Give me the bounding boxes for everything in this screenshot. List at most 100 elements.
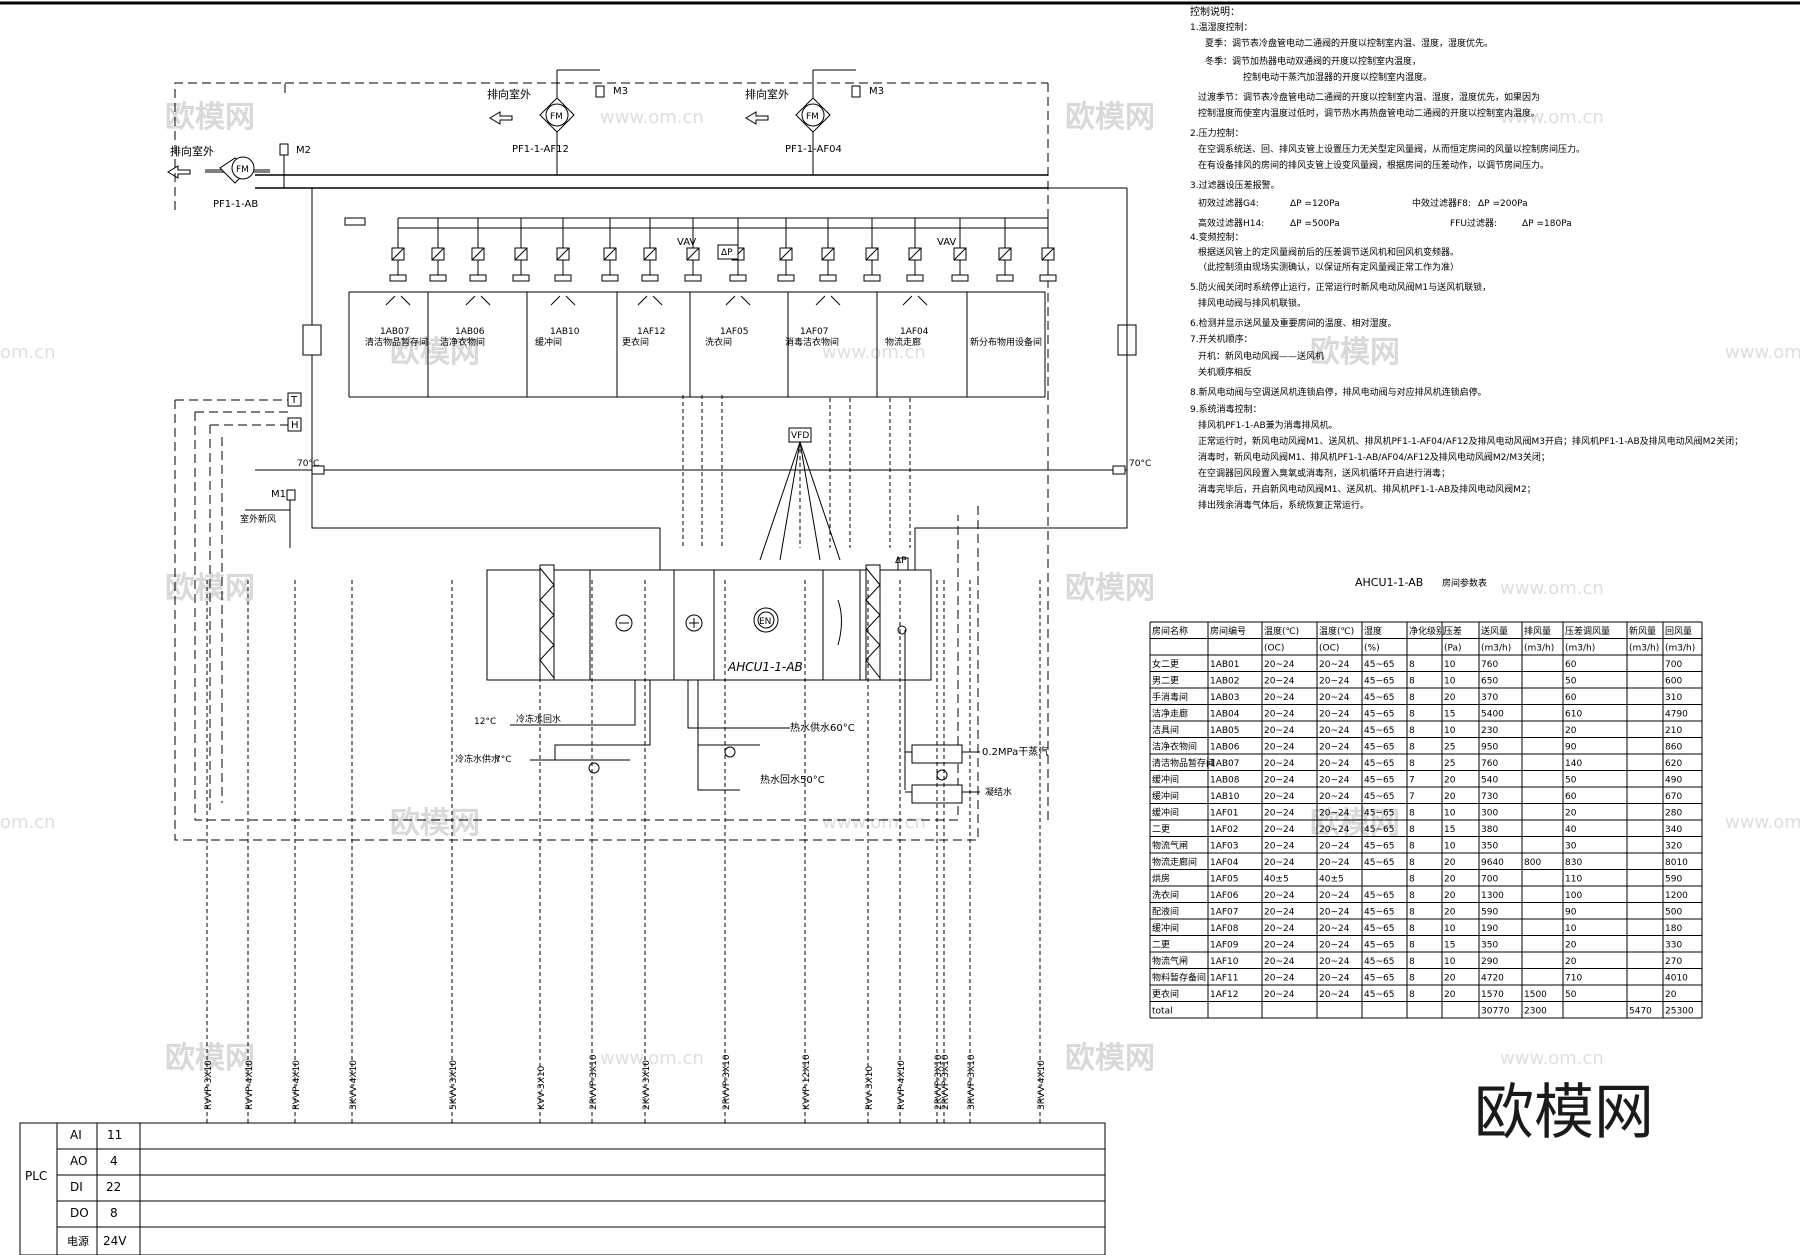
- room-table-cell: 90: [1565, 908, 1577, 918]
- room-table-header: 压差: [1444, 625, 1462, 637]
- room-table-cell: 缓冲间: [1152, 922, 1179, 934]
- room-table-cell: 45~65: [1364, 792, 1394, 802]
- room-table-cell: 45~65: [1364, 693, 1394, 703]
- fire-damper-left[interactable]: [311, 465, 325, 475]
- room-table-cell: 180: [1665, 924, 1682, 934]
- room-table-cell: 1300: [1481, 891, 1504, 901]
- room-table-cell: 1AF04: [1210, 858, 1239, 868]
- room-code: 1AB10: [550, 327, 580, 337]
- room-name: 消毒洁衣物间: [785, 336, 839, 348]
- room-table-unit: (Pa): [1444, 644, 1462, 654]
- exhaust-fan-pf1-1-ab[interactable]: FM: [167, 156, 270, 184]
- plc-row-ao: AO: [70, 1154, 87, 1168]
- room-table-cell: 350: [1481, 842, 1498, 852]
- room-table-cell: 280: [1665, 809, 1682, 819]
- room-table-cell: 10: [1444, 660, 1456, 670]
- room-table-cell: 物流走廊间: [1152, 856, 1197, 868]
- room-table-cell: 2300: [1524, 1007, 1547, 1017]
- room-table-unit: (%): [1364, 644, 1380, 654]
- room-table-cell: 45~65: [1364, 776, 1394, 786]
- room-table-cell: 20: [1565, 726, 1577, 736]
- room-table-cell: 10: [1444, 809, 1456, 819]
- exhaust-system: FM 排向室外 PF1-1-AB M2 FM 排向室外 PF1-1-AF12 M…: [167, 69, 1137, 820]
- room-table-cell: 20~24: [1319, 677, 1350, 687]
- room-table-cell: 330: [1665, 941, 1682, 951]
- damper-m1[interactable]: [286, 489, 296, 501]
- damper-m3-a[interactable]: [595, 85, 605, 98]
- room-table-cell: 1200: [1665, 891, 1688, 901]
- room-table-cell: 20~24: [1319, 891, 1350, 901]
- room-table-cell: 1AB06: [1210, 743, 1240, 753]
- watermark-url: www.om.cn: [1500, 107, 1604, 128]
- room-code: 1AB07: [380, 327, 410, 337]
- plc-cable-label: KVVP-12X10: [802, 1054, 812, 1110]
- room-table-cell: 更衣间: [1152, 988, 1179, 1000]
- exhaust-fan-pf1-1-af12[interactable]: FM: [539, 69, 600, 175]
- damper-m3-b[interactable]: [851, 85, 861, 98]
- room-table-cell: 20: [1444, 974, 1456, 984]
- watermark-logo: 欧模网: [165, 1041, 255, 1076]
- room-table-cell: 20~24: [1319, 941, 1350, 951]
- dp-box[interactable]: [717, 244, 739, 260]
- diffuser-icon: [469, 274, 487, 282]
- room-table-cell: 20~24: [1319, 743, 1350, 753]
- room-table-cell: 40±5: [1319, 875, 1344, 885]
- room-table-cell: 20: [1444, 858, 1456, 868]
- room-table-cell: 8: [1409, 743, 1415, 753]
- exhaust-label-af04: 排向室外: [745, 87, 789, 101]
- exhaust-fan-pf1-1-af04[interactable]: FM: [795, 69, 856, 175]
- watermark-logo: 欧模网: [1310, 335, 1400, 370]
- room-table-cell: 20~24: [1264, 710, 1295, 720]
- room-table-cell: 8: [1409, 677, 1415, 687]
- room-table-cell: 20: [1444, 792, 1456, 802]
- room-table-cell: 45~65: [1364, 924, 1394, 934]
- room-name: 物流走廊: [885, 336, 921, 348]
- room-table-cell: 25: [1444, 759, 1455, 769]
- plc-table: PLC AI 11 AO 4 DI 22 DO 8 电源 24V: [19, 1122, 1106, 1255]
- room-table-cell: 830: [1565, 858, 1582, 868]
- water-piping: 12°C 冷冻水回水 冷冻水供水 7°C 热水供水60°C 热水回水50°C 0…: [455, 630, 1048, 804]
- room-table-cell: 30770: [1481, 1007, 1510, 1017]
- room-table-cell: 20: [1444, 693, 1456, 703]
- room-table-cell: 230: [1481, 726, 1498, 736]
- diffuser-icon: [1039, 274, 1057, 282]
- watermark-url: www.om.cn: [822, 812, 926, 833]
- room-table-header: 房间编号: [1210, 625, 1246, 637]
- diffuser-icon: [684, 274, 702, 282]
- ahu-unit[interactable]: EN AHCU1-1-AB ΔP: [486, 556, 932, 681]
- plc-cable-label: 2RVVP-3X10: [722, 1054, 732, 1110]
- room-table-cell: 60: [1565, 792, 1577, 802]
- room-table-cell: 1AF02: [1210, 825, 1239, 835]
- diffuser-icon: [429, 274, 447, 282]
- room-table-header: 温度(℃): [1264, 625, 1299, 637]
- room-table-cell: 20~24: [1319, 924, 1350, 934]
- room-table-cell: 710: [1565, 974, 1582, 984]
- plc-cable-label: 2RVVP-3X10: [941, 1054, 951, 1110]
- notes-line: （此控制须由现场实测确认，以保证所有定风量阀正常工作为准）: [1198, 261, 1459, 273]
- room-table-cell: 25: [1444, 743, 1455, 753]
- damper-m2-label: M2: [296, 145, 311, 156]
- room-table-unit: (OC): [1264, 644, 1284, 654]
- notes-line: 7.开关机顺序：: [1190, 333, 1253, 345]
- room-table-cell: 4010: [1665, 974, 1688, 984]
- exhaust-label-ab: 排向室外: [170, 144, 214, 158]
- room-table-cell: 1AF03: [1210, 842, 1239, 852]
- room-table-cell: 45~65: [1364, 660, 1394, 670]
- vfd-label: VFD: [791, 431, 809, 441]
- watermark-url: www.om.cn: [600, 107, 704, 128]
- damper-m3-a-label: M3: [613, 86, 628, 97]
- plc-cable-label: RVVP-4X10: [292, 1060, 302, 1110]
- room-table-cell: 8: [1409, 726, 1415, 736]
- room-table-cell: 650: [1481, 677, 1498, 687]
- room-table-unit: (OC): [1319, 644, 1339, 654]
- watermark-logo: 欧模网: [1065, 1041, 1155, 1076]
- room-table-cell: 1AF08: [1210, 924, 1239, 934]
- room-table-cell: 1AB04: [1210, 710, 1240, 720]
- notes-line: 在空调器回风段置入臭氧或消毒剂，送风机循环开启进行消毒；: [1198, 467, 1450, 479]
- fire-damper-right[interactable]: [1112, 465, 1126, 475]
- condensate-label: 凝结水: [985, 786, 1012, 798]
- room-table-cell: 女二更: [1152, 658, 1179, 670]
- room-table-cell: 洗衣间: [1152, 889, 1179, 901]
- damper-m2[interactable]: [279, 143, 289, 156]
- room-name: 新分布物用设备间: [970, 336, 1042, 348]
